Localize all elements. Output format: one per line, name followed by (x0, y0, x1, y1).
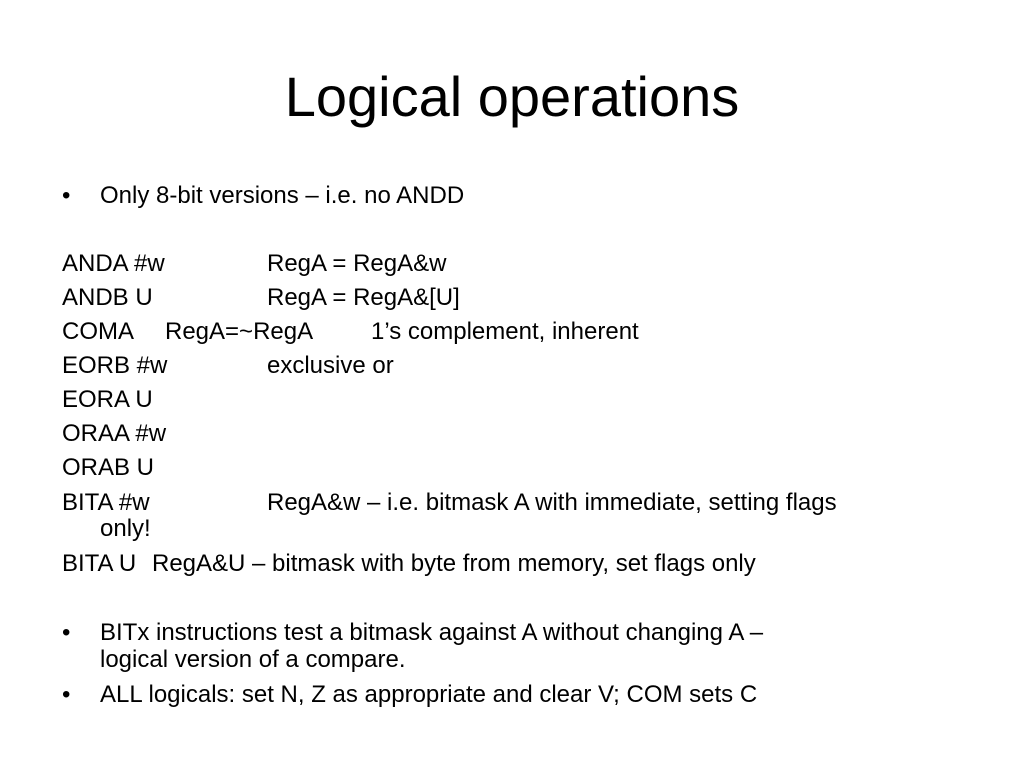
instruction-description: RegA = RegA&[U] (267, 284, 460, 311)
instruction-description: exclusive or (267, 352, 394, 379)
bullet-marker: • (62, 681, 71, 708)
instruction-mnemonic: EORB #w (62, 352, 168, 379)
instruction-mnemonic: BITA U (62, 550, 137, 577)
bullet-marker: • (62, 619, 71, 646)
slide-title: Logical operations (284, 65, 740, 128)
bullet-continuation: logical version of a compare. (100, 646, 406, 673)
instruction-mnemonic: ORAA #w (62, 420, 167, 447)
instruction-mnemonic: ORAB U (62, 454, 155, 481)
instruction-mnemonic: ANDA #w (62, 250, 165, 277)
instruction-description: RegA&w – i.e. bitmask A with immediate, … (267, 489, 837, 516)
instruction-note: 1’s complement, inherent (371, 318, 639, 345)
instruction-continuation: only! (100, 515, 151, 542)
intro-bullet-text: Only 8-bit versions – i.e. no ANDD (100, 182, 465, 209)
instruction-mnemonic: ANDB U (62, 284, 153, 311)
bullet-marker: • (62, 182, 71, 209)
instruction-description: RegA=~RegA (165, 318, 314, 345)
instruction-mnemonic: COMA (62, 318, 134, 345)
instruction-mnemonic: BITA #w (62, 489, 150, 516)
instruction-description: RegA = RegA&w (267, 250, 447, 277)
bullet-text: BITx instructions test a bitmask against… (100, 619, 764, 646)
bullet-text: ALL logicals: set N, Z as appropriate an… (100, 681, 758, 708)
instruction-mnemonic: EORA U (62, 386, 153, 413)
instruction-description: RegA&U – bitmask with byte from memory, … (152, 550, 756, 577)
